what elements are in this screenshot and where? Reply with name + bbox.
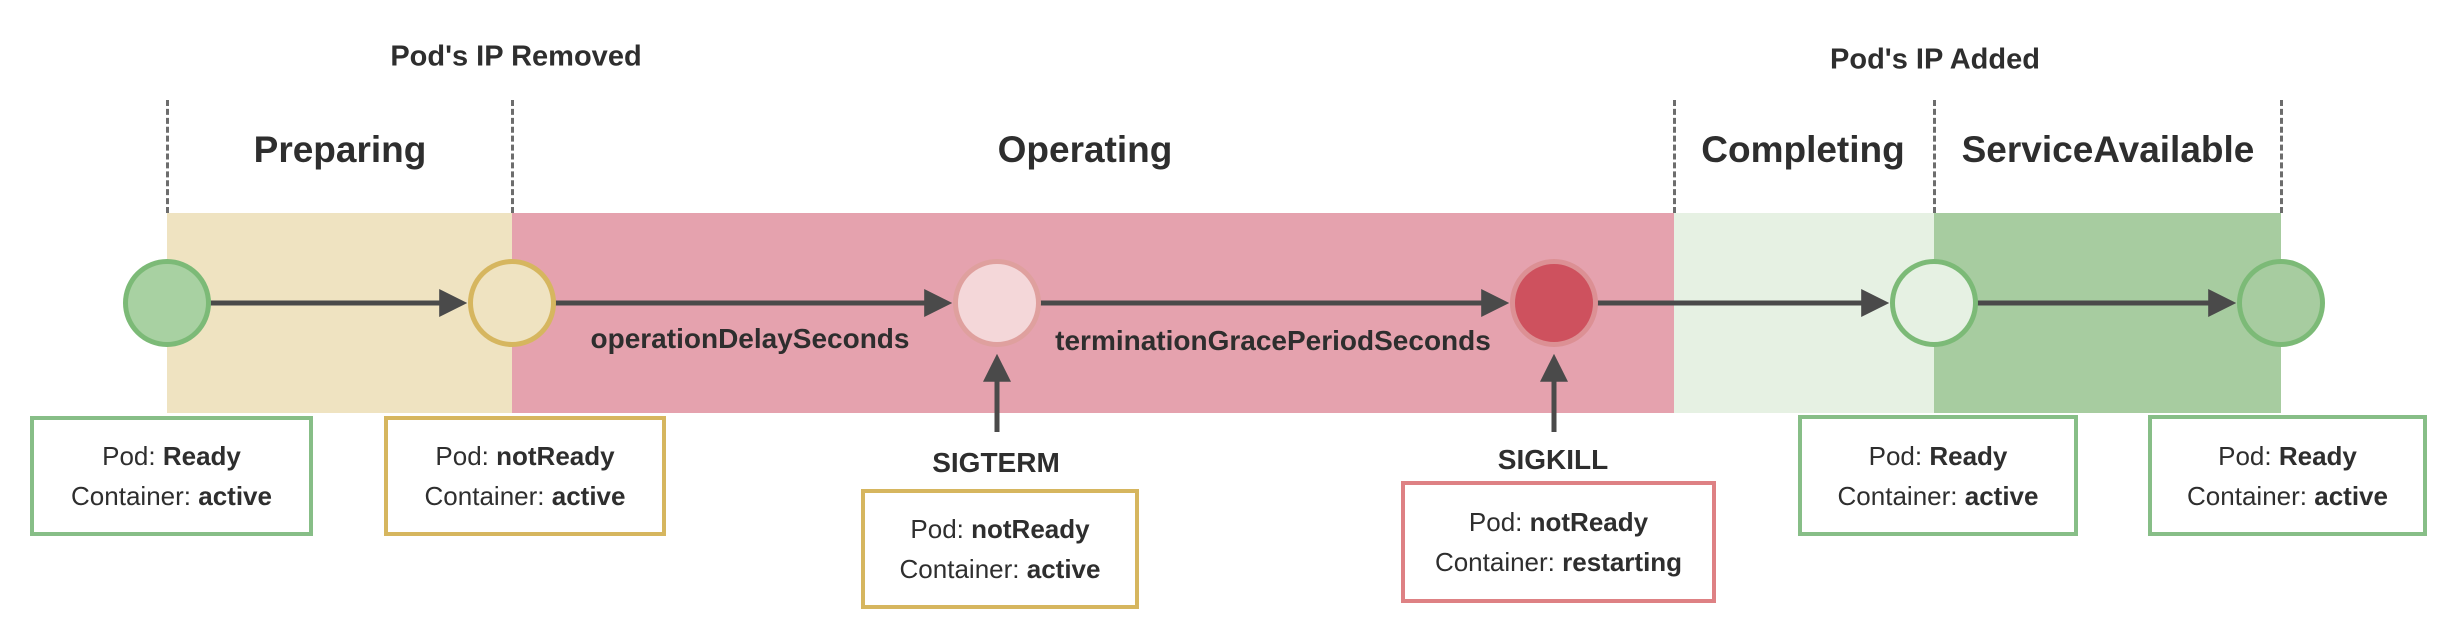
node-pod-ready-completing <box>1890 259 1978 347</box>
container-status-line: Container: active <box>1837 480 2039 511</box>
container-status-line: Container: restarting <box>1434 547 1683 577</box>
container-status-line: Container: active <box>2187 480 2388 511</box>
sigterm-label: SIGTERM <box>932 447 1060 478</box>
pod-status-line: Pod: Ready <box>102 441 241 471</box>
status-box-ready-active-serviceavailable: Pod: Ready Container: active <box>2148 415 2427 536</box>
container-status-line: Container: active <box>71 481 272 511</box>
phase-label-serviceavailable: ServiceAvailable <box>1961 129 2255 170</box>
container-status-line: Container: active <box>899 554 1101 584</box>
phase-label-operating: Operating <box>997 129 1173 170</box>
sigkill-label: SIGKILL <box>1497 444 1609 475</box>
phase-boundary-line <box>1933 100 1936 213</box>
termination-grace-period-seconds-label: terminationGracePeriodSeconds <box>1055 325 1491 356</box>
phase-label-completing: Completing <box>1701 129 1905 170</box>
phase-boundary-line <box>2280 100 2283 213</box>
pod-status-line: Pod: Ready <box>1868 440 2008 471</box>
status-box-notready-active: Pod: notReady Container: active <box>384 416 666 536</box>
band-operating <box>512 213 1674 413</box>
node-service-available <box>2237 259 2325 347</box>
status-box-sigterm: Pod: notReady Container: active <box>861 489 1139 609</box>
node-sigterm <box>953 259 1041 347</box>
phase-boundary-line <box>166 100 169 213</box>
phase-boundary-line <box>1673 100 1676 213</box>
ip-removed-label: Pod's IP Removed <box>390 40 642 73</box>
ip-added-label: Pod's IP Added <box>1830 43 2040 76</box>
node-pod-ready-start <box>123 259 211 347</box>
node-pod-notready <box>468 259 556 347</box>
status-box-ready-active: Pod: Ready Container: active <box>30 416 313 536</box>
pod-status-line: Pod: notReady <box>910 514 1090 544</box>
status-box-sigkill: Pod: notReady Container: restarting <box>1401 481 1716 603</box>
phase-boundary-line <box>511 100 514 213</box>
container-status-line: Container: active <box>424 481 626 511</box>
operation-delay-seconds-label: operationDelaySeconds <box>590 323 910 354</box>
pod-status-line: Pod: Ready <box>2218 440 2357 471</box>
status-box-ready-active-completing: Pod: Ready Container: active <box>1798 415 2078 536</box>
pod-status-line: Pod: notReady <box>1468 507 1649 537</box>
pod-status-line: Pod: notReady <box>435 441 615 471</box>
node-sigkill <box>1510 259 1598 347</box>
phase-label-preparing: Preparing <box>253 129 427 170</box>
